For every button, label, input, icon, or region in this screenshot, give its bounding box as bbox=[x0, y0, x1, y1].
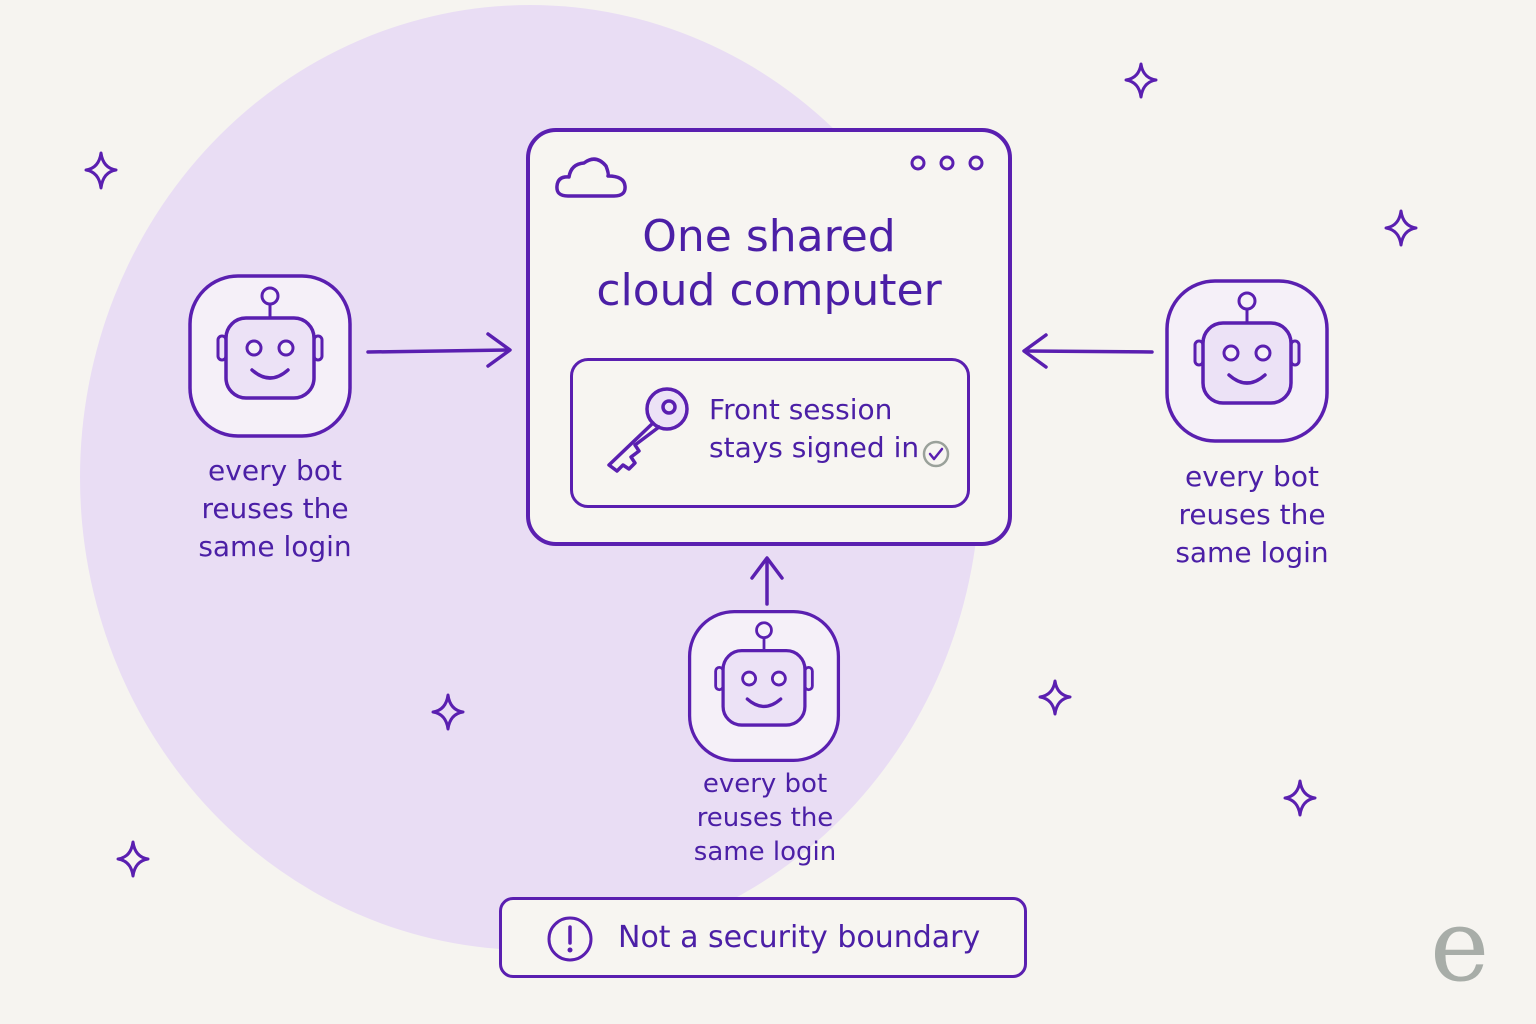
sparkle-icon bbox=[1124, 62, 1158, 99]
robot-icon bbox=[188, 274, 352, 438]
sparkle-icon bbox=[116, 840, 150, 878]
check-circle-icon bbox=[922, 440, 950, 468]
robot-icon bbox=[1165, 279, 1329, 443]
window-dots-icon[interactable] bbox=[906, 152, 992, 174]
robot-icon bbox=[687, 609, 841, 763]
bot-caption-right: every bot reuses the same login bbox=[1175, 460, 1329, 569]
session-status-text: Front session stays signed in bbox=[709, 393, 920, 464]
window-title: One shared cloud computer bbox=[596, 211, 942, 316]
key-icon bbox=[607, 387, 689, 473]
sparkle-icon bbox=[431, 693, 465, 731]
sparkle-icon bbox=[1283, 779, 1317, 817]
cloud-icon bbox=[555, 157, 627, 198]
sparkle-icon bbox=[1038, 679, 1072, 716]
security-warning-banner: Not a security boundary bbox=[499, 897, 1027, 978]
bot-caption-left: every bot reuses the same login bbox=[198, 454, 352, 563]
watermark-logo: e bbox=[1430, 887, 1490, 1004]
front-session-card: Front session stays signed in bbox=[570, 358, 970, 508]
warning-label: Not a security boundary bbox=[618, 920, 981, 955]
shared-cloud-computer-window: One shared cloud computer Front session … bbox=[526, 128, 1012, 546]
arrow-bottom-to-window bbox=[750, 556, 784, 606]
sparkle-icon bbox=[84, 151, 118, 190]
bot-caption-bottom: every bot reuses the same login bbox=[693, 769, 837, 867]
arrow-right-to-window bbox=[1022, 333, 1154, 369]
exclamation-circle-icon bbox=[547, 916, 593, 962]
arrow-left-to-window bbox=[366, 332, 512, 368]
sparkle-icon bbox=[1384, 209, 1418, 247]
